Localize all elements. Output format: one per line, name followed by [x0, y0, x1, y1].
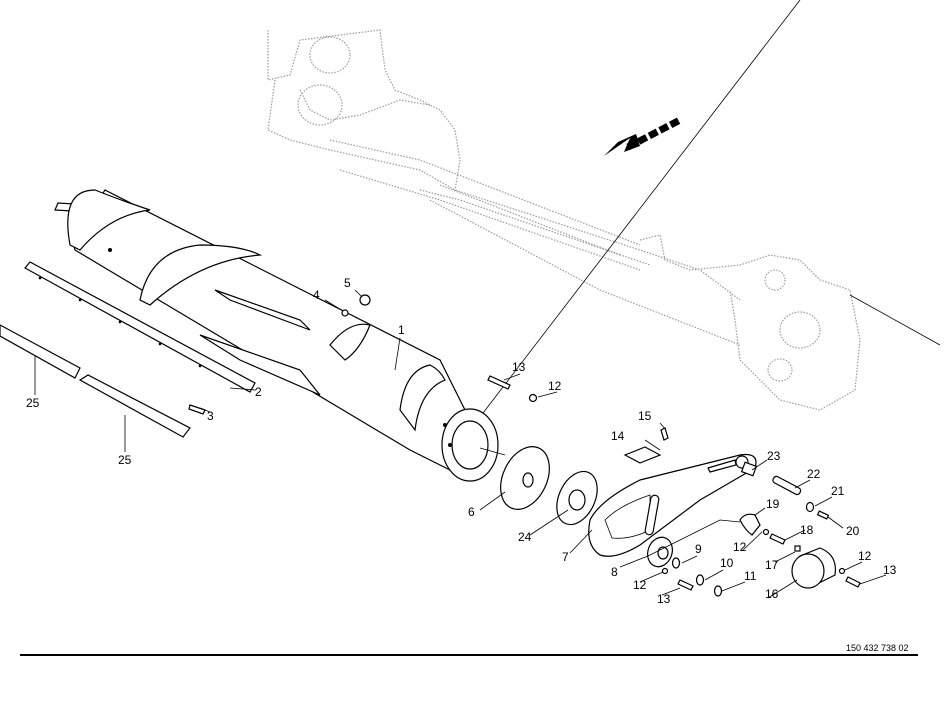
auger-flighting	[67, 189, 446, 432]
bushing-23	[740, 461, 758, 477]
auger-tube	[54, 189, 506, 482]
drawing-number: 150 432 738 02	[846, 643, 909, 653]
bearing-housing-24	[556, 470, 598, 526]
callout-18: 18	[800, 523, 814, 537]
callout-25: 25	[118, 453, 132, 467]
callout-10: 10	[720, 556, 734, 570]
callout-3: 3	[207, 409, 214, 423]
bearing-flange-6	[500, 446, 550, 510]
callout-8: 8	[611, 565, 618, 579]
support-arm-7	[588, 453, 757, 557]
callout-16: 16	[765, 587, 779, 601]
callout-12: 12	[858, 549, 872, 563]
travel-direction-arrow	[604, 116, 682, 156]
small-fasteners	[188, 294, 669, 464]
callout-4: 4	[313, 288, 320, 302]
callout-13: 13	[512, 360, 526, 374]
callout-15: 15	[638, 409, 652, 423]
cap-16	[791, 545, 861, 589]
callout-5: 5	[344, 276, 351, 290]
pin-22	[772, 475, 802, 496]
clamp-19	[739, 513, 786, 545]
callout-23: 23	[767, 449, 781, 463]
leader-lines	[34, 289, 887, 599]
wear-strip-2	[24, 261, 256, 393]
callout-25: 25	[26, 396, 40, 410]
callout-13: 13	[883, 563, 897, 577]
callout-7: 7	[562, 550, 569, 564]
machine-frame-outline	[267, 0, 941, 431]
callout-21: 21	[831, 484, 845, 498]
rings	[661, 557, 723, 597]
callout-13: 13	[657, 592, 671, 606]
pin-20	[816, 510, 830, 520]
callout-9: 9	[695, 542, 702, 556]
callout-17: 17	[765, 558, 779, 572]
callout-11: 11	[744, 569, 757, 583]
callout-12: 12	[733, 540, 747, 554]
bearing-8	[647, 536, 673, 568]
callout-1: 1	[398, 323, 405, 337]
callout-14: 14	[611, 429, 625, 443]
callout-24: 24	[518, 530, 532, 544]
callout-22: 22	[807, 467, 821, 481]
strip-25b	[78, 374, 191, 438]
callout-19: 19	[766, 497, 780, 511]
strip-25a	[0, 324, 81, 379]
callout-20: 20	[846, 524, 860, 538]
callout-12: 12	[548, 379, 562, 393]
callout-2: 2	[255, 385, 262, 399]
callout-6: 6	[468, 505, 475, 519]
callout-12: 12	[633, 578, 647, 592]
ring-21	[805, 501, 815, 513]
callout-labels: 1 2 3 4 5 6 7 8 9 10 11 12 12 12 12 13 1…	[26, 276, 897, 606]
